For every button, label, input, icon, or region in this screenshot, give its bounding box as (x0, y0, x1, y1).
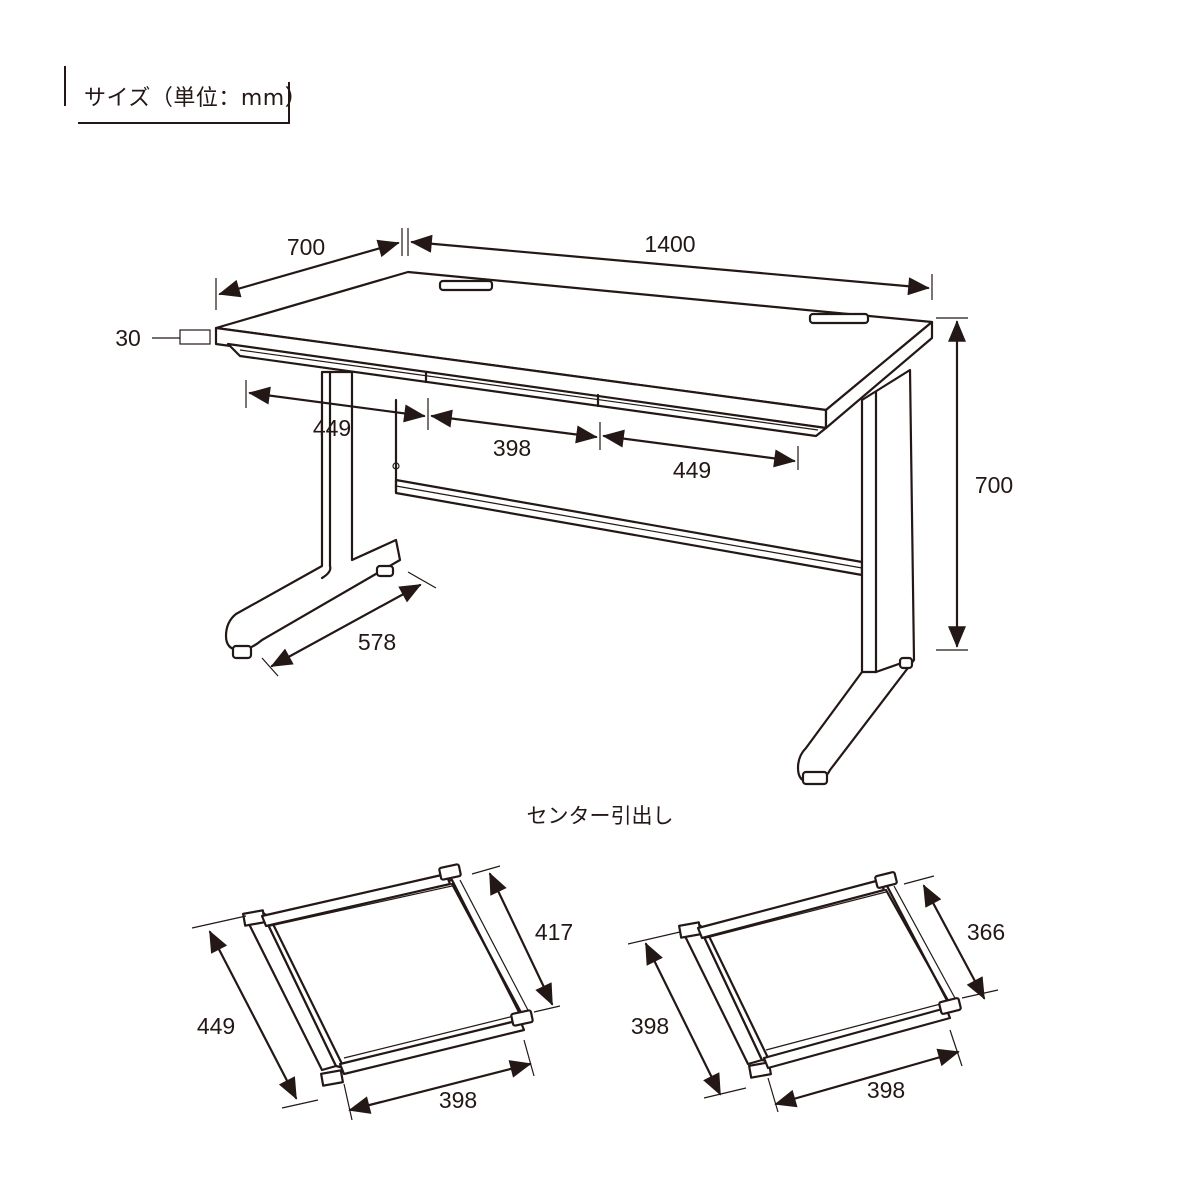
drawer-right-rail-label: 366 (967, 919, 1005, 945)
desk-drawing: 700 1400 30 700 449 398 449 578 (115, 228, 1013, 786)
desk-top-thickness-label: 30 (115, 325, 141, 351)
drawer-right-width-label: 449 (673, 457, 711, 483)
size-title-box: サイズ（単位：mm） (64, 66, 307, 124)
drawer-left-depth-label: 449 (197, 1013, 235, 1039)
title-frame-bottom (78, 122, 290, 124)
drawer-right-width-label: 398 (867, 1077, 905, 1103)
desk-depth-label: 700 (287, 234, 325, 260)
cable-grommet-right (808, 312, 870, 325)
drawer-left-width-label: 398 (439, 1087, 477, 1113)
desk-width-label: 1400 (644, 231, 695, 257)
cable-grommet-left (438, 279, 494, 292)
drawer-right-depth-label: 398 (631, 1013, 669, 1039)
title-frame-left (64, 66, 66, 106)
size-title: サイズ（単位：mm） (84, 86, 308, 111)
desk-top (214, 270, 934, 438)
dimension-lines (152, 228, 968, 677)
drawer-center-width-label: 398 (493, 435, 531, 461)
left-leg (224, 370, 402, 660)
leg-depth-label: 578 (358, 629, 396, 655)
center-drawer-caption: センター引出し (527, 804, 674, 828)
title-frame-right (288, 82, 290, 124)
desk-height-label: 700 (975, 472, 1013, 498)
center-drawer-left-drawing: 449 417 398 (191, 863, 573, 1121)
drawer-left-width-label: 449 (313, 415, 351, 441)
center-drawer-right-drawing: 398 366 398 (627, 871, 1005, 1113)
right-leg (796, 368, 916, 786)
drawer-left-rail-label: 417 (535, 919, 573, 945)
